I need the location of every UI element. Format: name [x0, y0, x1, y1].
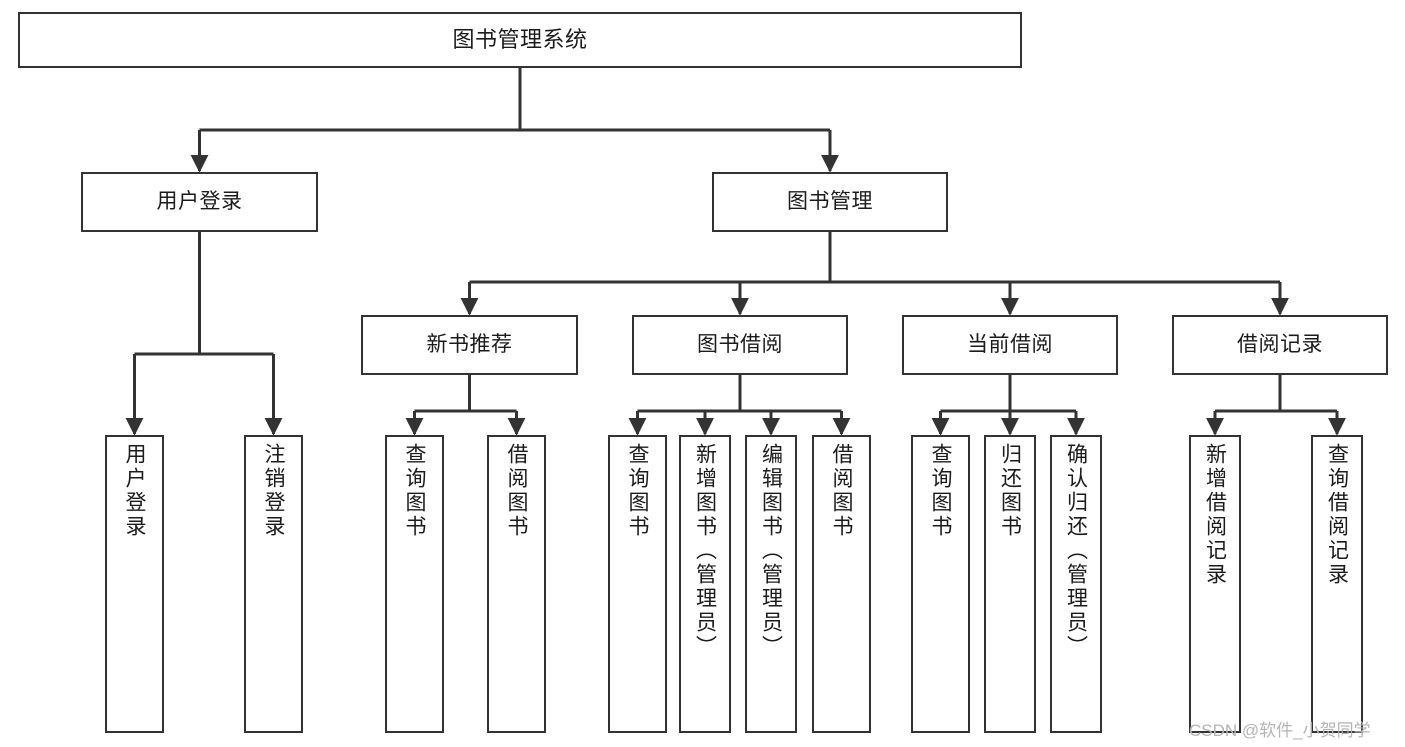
node-label: 查询图书: [929, 443, 952, 539]
node-label: 查询借阅记录: [1325, 443, 1349, 587]
node-label: 借阅记录: [1237, 333, 1323, 357]
node-leaf-user-login[interactable]: 用户登录: [105, 435, 164, 733]
node-leaf-query-book-2[interactable]: 查询图书: [608, 435, 667, 733]
node-label: 查询图书: [626, 443, 649, 539]
node-label: 图书借阅: [697, 333, 783, 357]
node-label: 新书推荐: [426, 333, 513, 357]
node-label: 图书管理: [787, 190, 873, 214]
node-leaf-query-book-3[interactable]: 查询图书: [911, 435, 970, 733]
node-user-login[interactable]: 用户登录: [81, 172, 318, 232]
node-label: 查询图书: [403, 443, 426, 539]
node-label: 图书管理系统: [452, 26, 588, 52]
node-new-book-rec[interactable]: 新书推荐: [361, 315, 578, 375]
node-book-borrow[interactable]: 图书借阅: [632, 315, 848, 375]
node-label: 用户登录: [123, 443, 146, 539]
node-leaf-query-record[interactable]: 查询借阅记录: [1311, 435, 1363, 733]
node-leaf-return-book[interactable]: 归还图书: [984, 435, 1036, 733]
node-leaf-edit-book[interactable]: 编辑图书（管理员）: [745, 435, 797, 733]
node-label: 当前借阅: [967, 333, 1053, 357]
node-label: 归还图书: [998, 443, 1022, 539]
node-leaf-query-book-1[interactable]: 查询图书: [385, 435, 444, 733]
node-book-manage[interactable]: 图书管理: [712, 172, 948, 232]
node-leaf-borrow-book-1[interactable]: 借阅图书: [487, 435, 546, 733]
node-current-borrow[interactable]: 当前借阅: [902, 315, 1118, 375]
node-borrow-record[interactable]: 借阅记录: [1172, 315, 1388, 375]
node-label: 用户登录: [156, 190, 243, 214]
node-leaf-add-record[interactable]: 新增借阅记录: [1189, 435, 1241, 733]
node-label: 确认归还（管理员）: [1064, 443, 1088, 659]
node-label: 注销登录: [262, 443, 285, 539]
node-label: 新增图书（管理员）: [693, 443, 717, 659]
node-label: 借阅图书: [830, 443, 853, 539]
node-leaf-add-book[interactable]: 新增图书（管理员）: [679, 435, 731, 733]
node-label: 新增借阅记录: [1203, 443, 1227, 587]
csdn-watermark: CSDN @软件_小贺同学: [1189, 721, 1371, 740]
node-leaf-confirm-return[interactable]: 确认归还（管理员）: [1050, 435, 1102, 733]
node-leaf-borrow-book-2[interactable]: 借阅图书: [812, 435, 871, 733]
node-root[interactable]: 图书管理系统: [18, 12, 1022, 68]
node-leaf-logout[interactable]: 注销登录: [244, 435, 303, 733]
node-label: 借阅图书: [505, 443, 528, 539]
node-label: 编辑图书（管理员）: [759, 443, 783, 659]
